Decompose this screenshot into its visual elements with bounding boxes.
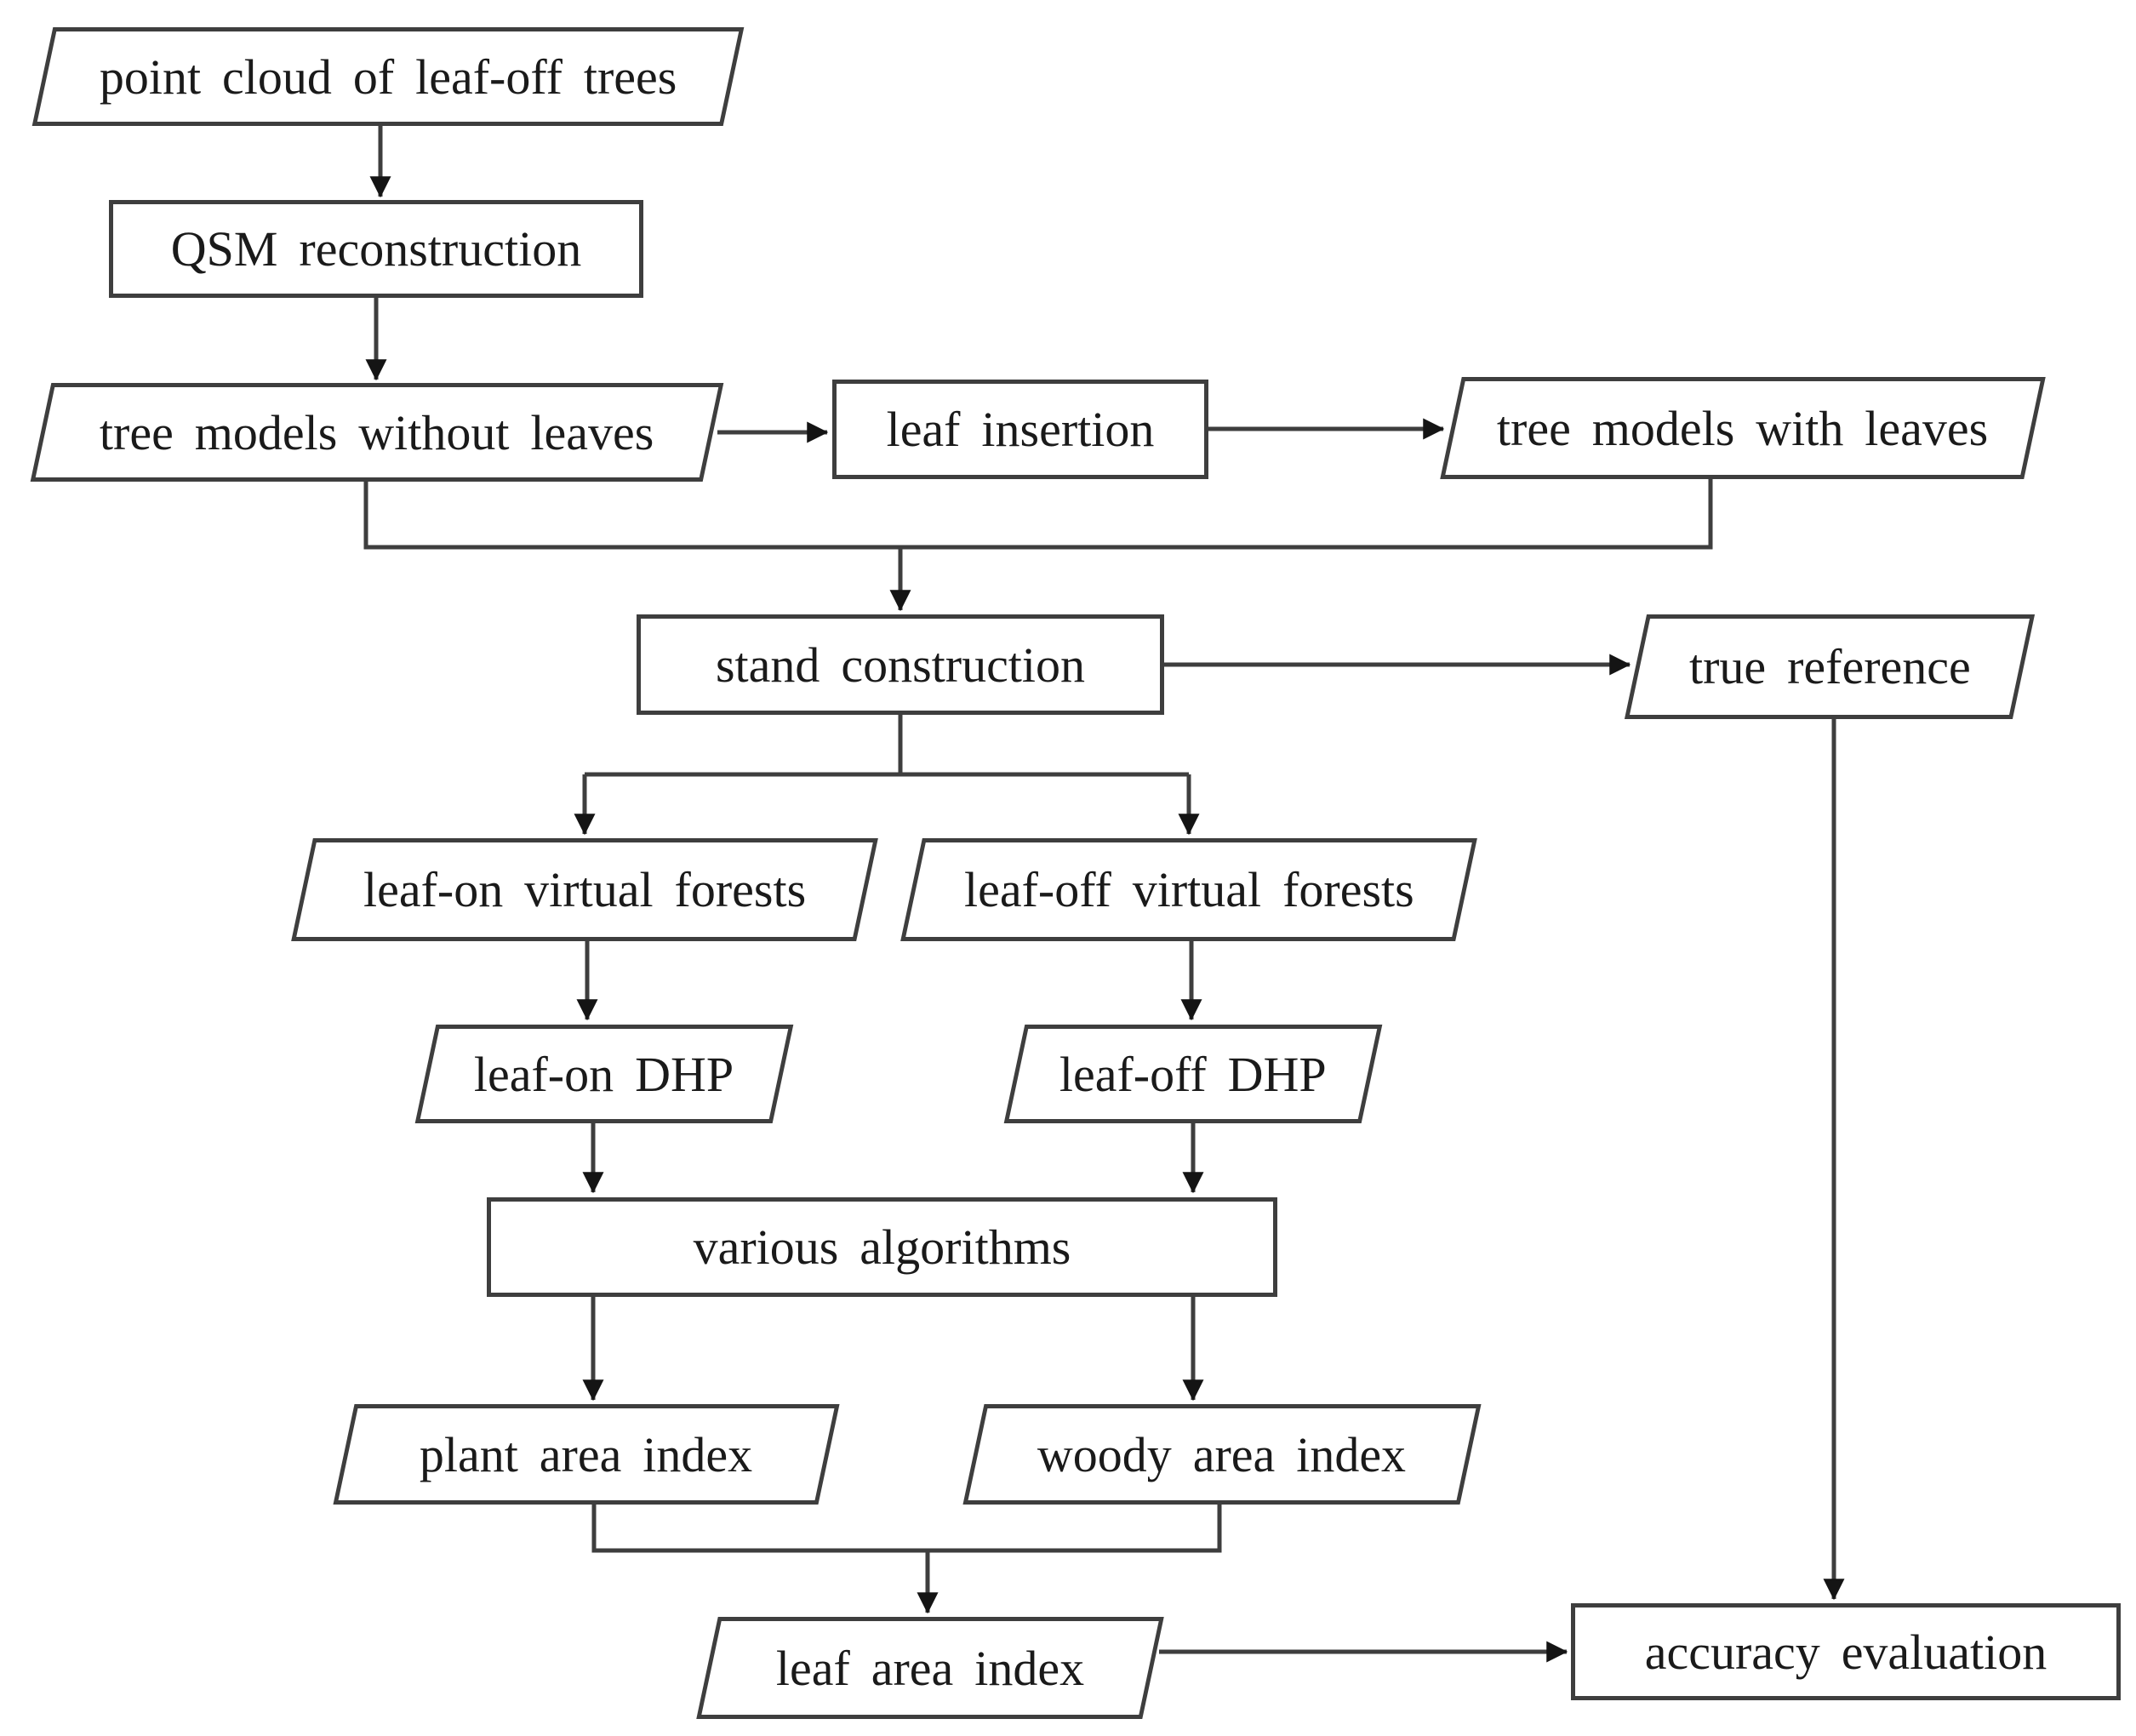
node-label: leaf insertion (886, 402, 1155, 457)
node-tree-models-with-leaves: tree models with leaves (1440, 377, 2046, 479)
node-stand-construction: stand construction (637, 614, 1164, 715)
node-point-cloud-of-leaf-off-trees: point cloud of leaf-off trees (31, 27, 745, 126)
node-leaf-insertion: leaf insertion (832, 380, 1208, 479)
node-label: leaf-off virtual forests (963, 862, 1414, 917)
edge-standconstruction-split-bus (585, 715, 1189, 777)
node-label: woody area index (1037, 1426, 1407, 1482)
node-label: QSM reconstruction (170, 221, 582, 277)
node-leaf-off-dhp: leaf-off DHP (1003, 1025, 1383, 1123)
edge-areaindex-merge-bus (591, 1505, 1222, 1553)
node-qsm-reconstruction: QSM reconstruction (109, 200, 643, 298)
node-accuracy-evaluation: accuracy evaluation (1571, 1603, 2121, 1700)
node-label: stand construction (715, 637, 1086, 693)
edge-treemodels-merge-bus (363, 479, 1713, 550)
node-woody-area-index: woody area index (962, 1404, 1482, 1505)
node-label: point cloud of leaf-off trees (99, 49, 677, 105)
node-label: tree models with leaves (1497, 400, 1989, 456)
node-leaf-on-virtual-forests: leaf-on virtual forests (291, 838, 878, 941)
node-label: plant area index (420, 1426, 753, 1482)
node-true-reference: true reference (1624, 614, 2036, 719)
node-label: various algorithms (693, 1219, 1071, 1275)
node-leaf-area-index: leaf area index (696, 1617, 1164, 1719)
node-label: tree models without leaves (100, 404, 654, 460)
node-tree-models-without-leaves: tree models without leaves (30, 383, 724, 482)
node-leaf-on-dhp: leaf-on DHP (414, 1025, 794, 1123)
node-label: leaf-off DHP (1059, 1046, 1327, 1102)
node-plant-area-index: plant area index (333, 1404, 840, 1505)
node-label: leaf-on virtual forests (363, 862, 807, 917)
node-leaf-off-virtual-forests: leaf-off virtual forests (900, 838, 1477, 941)
node-label: accuracy evaluation (1644, 1624, 2047, 1680)
node-label: true reference (1688, 639, 1971, 694)
node-label: leaf-on DHP (474, 1046, 734, 1102)
node-label: leaf area index (775, 1640, 1085, 1696)
node-various-algorithms: various algorithms (487, 1197, 1277, 1297)
